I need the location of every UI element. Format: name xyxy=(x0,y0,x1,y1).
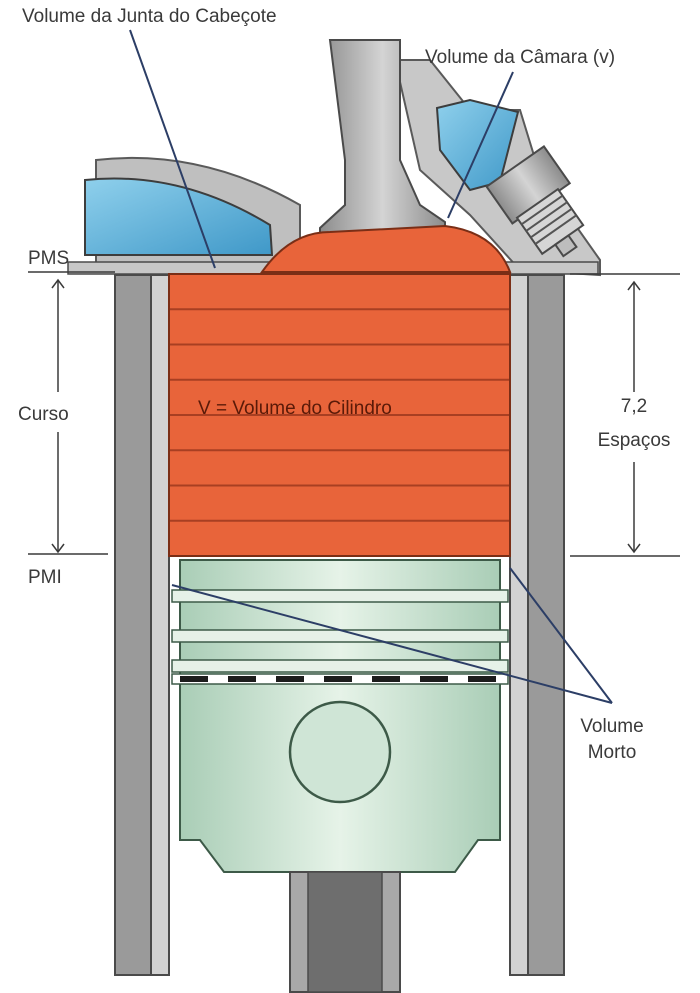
piston-ring-2 xyxy=(171,629,509,643)
reference-lines xyxy=(28,271,680,557)
piston xyxy=(171,559,509,873)
label-bdc: PMI xyxy=(28,567,62,588)
label-dead-volume-2: Morto xyxy=(588,742,637,763)
label-stroke: Curso xyxy=(18,404,69,425)
label-spaces-value: 7,2 xyxy=(621,396,647,417)
intake-port xyxy=(84,177,274,256)
label-chamber-volume: Volume da Câmara (v) xyxy=(425,47,615,68)
label-tdc: PMS xyxy=(28,248,69,269)
piston-pin xyxy=(288,700,392,804)
cylinder-volume xyxy=(168,273,511,557)
label-gasket-volume: Volume da Junta do Cabeçote xyxy=(22,6,277,27)
label-dead-volume-1: Volume xyxy=(580,716,643,737)
piston-ring-1 xyxy=(171,589,509,603)
cylinder-walls xyxy=(114,274,565,976)
label-spaces-word: Espaços xyxy=(598,430,671,451)
spark-plug xyxy=(485,145,585,258)
label-cylinder-volume: V = Volume do Cilindro xyxy=(198,398,392,419)
cylinder-bands xyxy=(169,308,510,522)
connecting-rod xyxy=(289,871,401,993)
combustion-chamber xyxy=(260,224,512,273)
leader-lines xyxy=(129,29,613,704)
piston-ring-3 xyxy=(171,659,509,673)
